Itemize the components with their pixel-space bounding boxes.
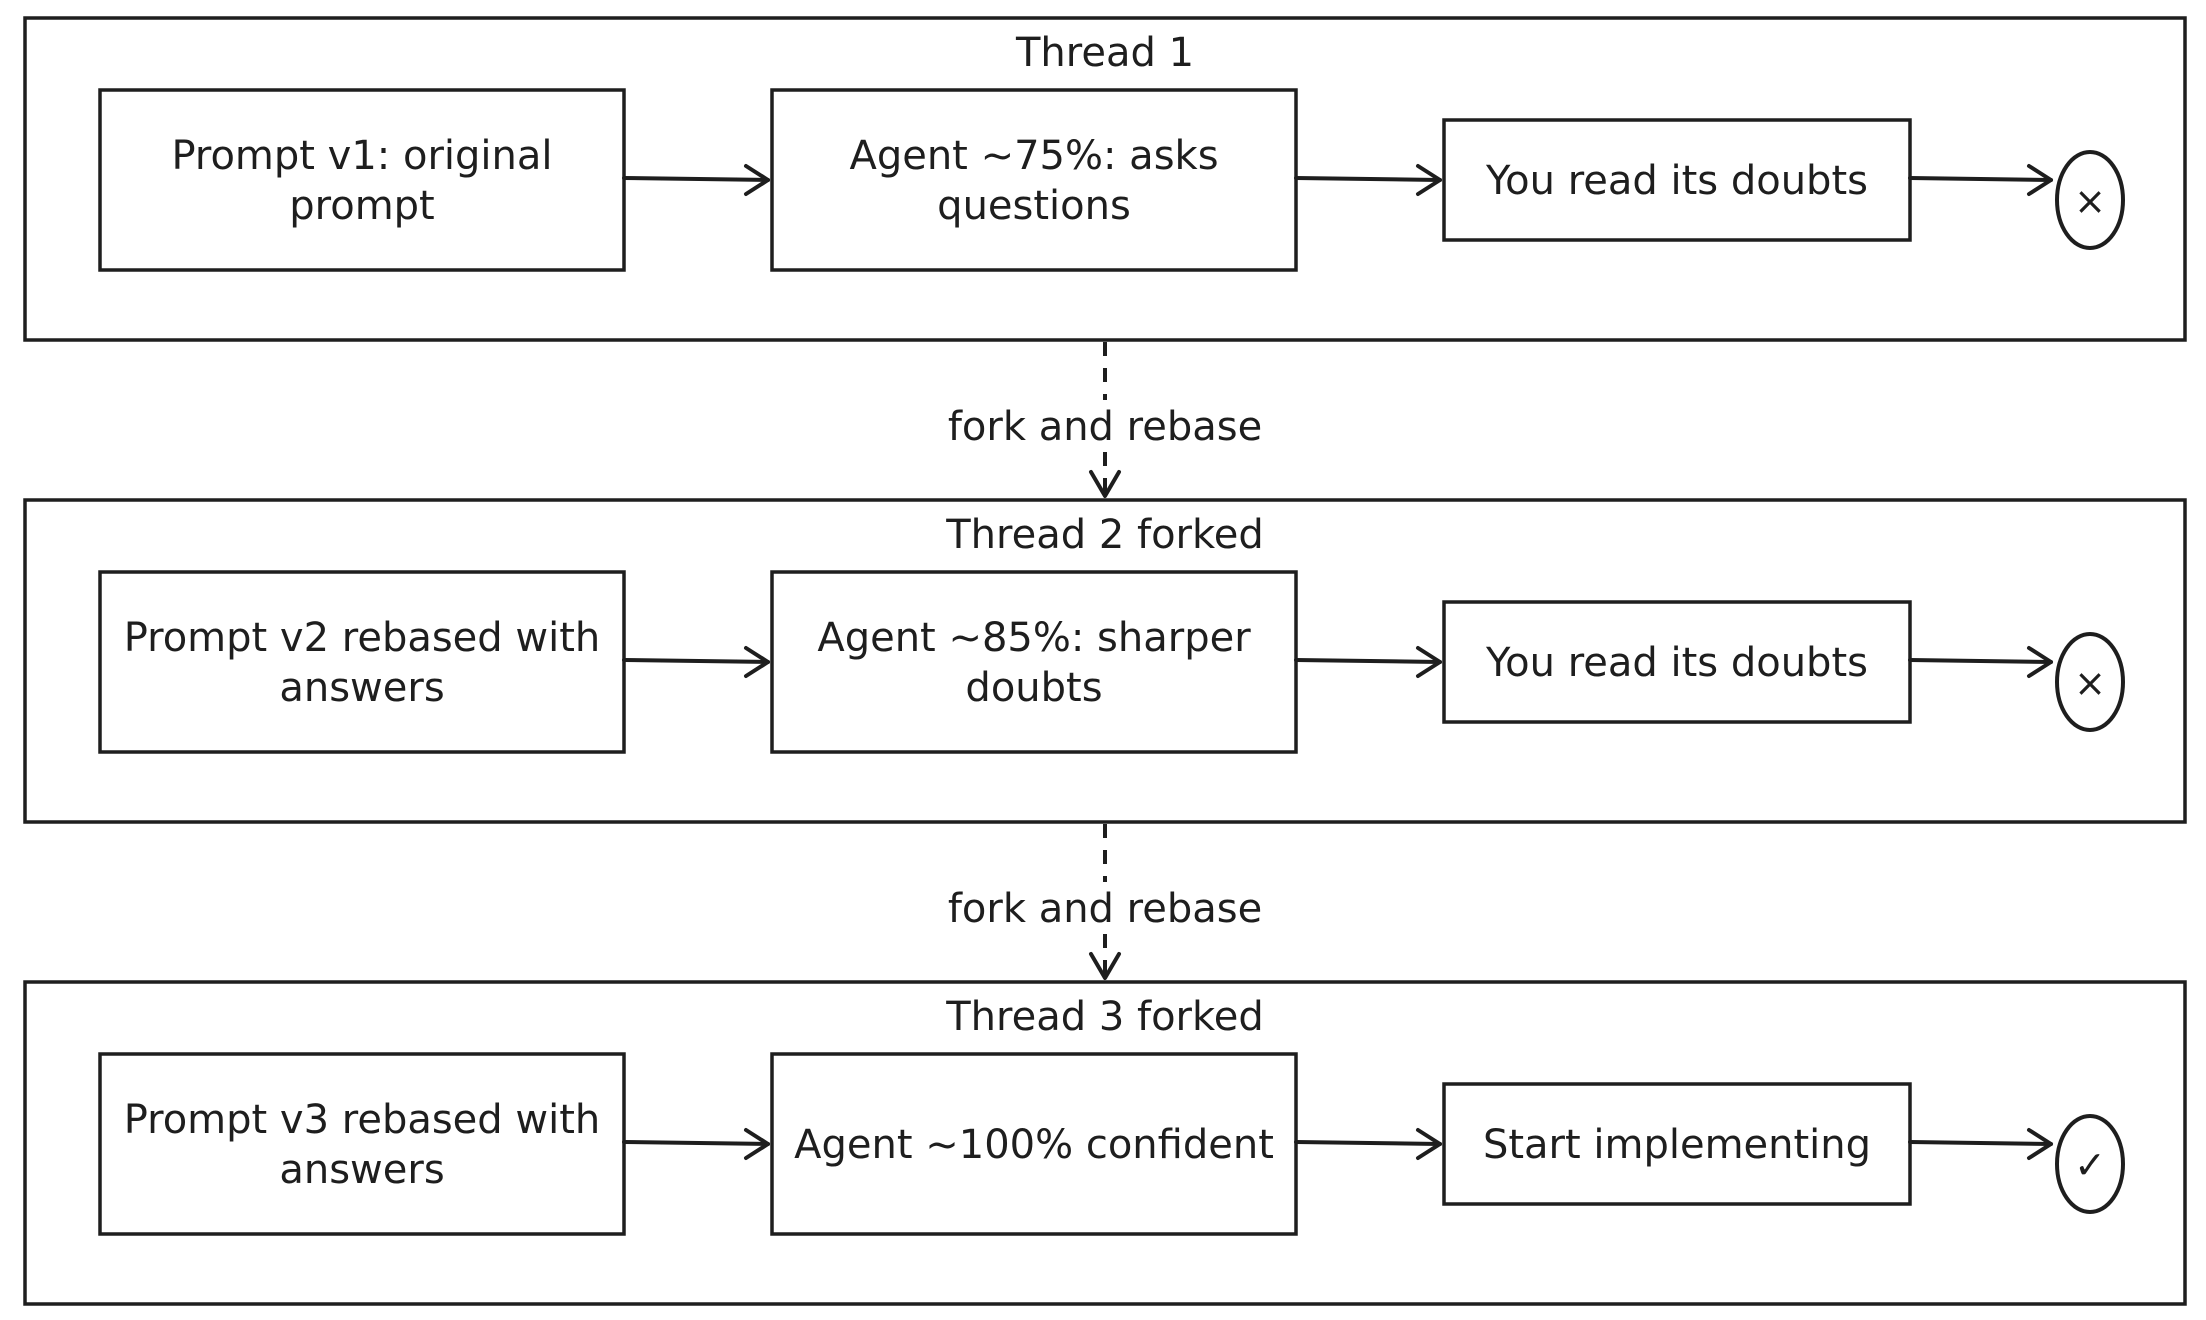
node-label-line: answers [279, 665, 444, 711]
flow-arrow [622, 646, 770, 678]
node-label-line: questions [937, 183, 1131, 229]
fork-link-1: fork and rebase [948, 342, 1262, 498]
flow-arrow [1294, 164, 1442, 196]
fork-label: fork and rebase [948, 404, 1262, 450]
end-marker-outline [2055, 632, 2125, 732]
arrow-head [744, 164, 770, 196]
node-label-line: Agent ~100% confident [794, 1122, 1274, 1168]
cross-icon: × [2055, 150, 2125, 250]
arrow-head [2027, 646, 2053, 678]
thread-title: Thread 3 forked [945, 994, 1263, 1040]
flow-node-3: Start implementing [1442, 1082, 1912, 1206]
node-label-line: doubts [965, 665, 1102, 711]
flow-arrow-end [1908, 646, 2053, 678]
arrow-head [744, 646, 770, 678]
fork-link-2: fork and rebase [948, 824, 1262, 980]
flow-arrow-end [1908, 164, 2053, 196]
end-marker-symbol: × [2074, 179, 2106, 223]
cross-icon: × [2055, 632, 2125, 732]
node-box [1442, 118, 1912, 242]
arrow-head [2027, 164, 2053, 196]
end-marker-symbol: × [2074, 661, 2106, 705]
flow-node-3: You read its doubts [1442, 600, 1912, 724]
node-box [770, 570, 1298, 754]
fork-arrow-head [1089, 470, 1121, 498]
arrow-head [1416, 1128, 1442, 1160]
arrow-shaft [1908, 1140, 2053, 1146]
node-label-line: Prompt v1: original [171, 133, 552, 179]
arrow-head [1416, 164, 1442, 196]
fork-arrow-head [1089, 952, 1121, 980]
end-marker-outline [2055, 150, 2125, 250]
thread-title: Thread 1 [1015, 30, 1194, 76]
node-label-line: prompt [289, 183, 434, 229]
node-label-line: answers [279, 1147, 444, 1193]
arrow-shaft [1294, 658, 1442, 664]
flow-node-3: You read its doubts [1442, 118, 1912, 242]
arrow-shaft [1908, 658, 2053, 664]
flow-arrow [622, 1128, 770, 1160]
node-label-line: Prompt v2 rebased with [124, 615, 601, 661]
flow-node-2: Agent ~100% confident [770, 1052, 1298, 1236]
thread-frame [23, 16, 2187, 342]
flow-arrow [1294, 1128, 1442, 1160]
node-box [98, 570, 626, 754]
thread-title: Thread 2 forked [945, 512, 1263, 558]
arrow-shaft [622, 176, 770, 182]
thread-frame [23, 498, 2187, 824]
node-box [770, 1052, 1298, 1236]
arrow-shaft [622, 658, 770, 664]
node-label-line: You read its doubts [1485, 640, 1868, 686]
flow-arrow-end [1908, 1128, 2053, 1160]
node-box [98, 1052, 626, 1236]
arrow-shaft [1294, 176, 1442, 182]
arrow-shaft [1294, 1140, 1442, 1146]
arrow-head [744, 1128, 770, 1160]
node-label-line: You read its doubts [1485, 158, 1868, 204]
thread-frame [23, 980, 2187, 1306]
end-marker-symbol: ✓ [2074, 1143, 2106, 1187]
node-label-line: Agent ~85%: sharper [817, 615, 1251, 661]
flow-arrow [622, 164, 770, 196]
arrow-shaft [622, 1140, 770, 1146]
node-box [770, 88, 1298, 272]
check-icon: ✓ [2055, 1114, 2125, 1214]
arrow-shaft [1908, 176, 2053, 182]
flow-arrow [1294, 646, 1442, 678]
node-label-line: Start implementing [1483, 1122, 1871, 1168]
fork-label: fork and rebase [948, 886, 1262, 932]
node-box [98, 88, 626, 272]
node-label-line: Prompt v3 rebased with [124, 1097, 601, 1143]
end-marker-outline [2055, 1114, 2125, 1214]
node-label-line: Agent ~75%: asks [849, 133, 1218, 179]
arrow-head [1416, 646, 1442, 678]
arrow-head [2027, 1128, 2053, 1160]
